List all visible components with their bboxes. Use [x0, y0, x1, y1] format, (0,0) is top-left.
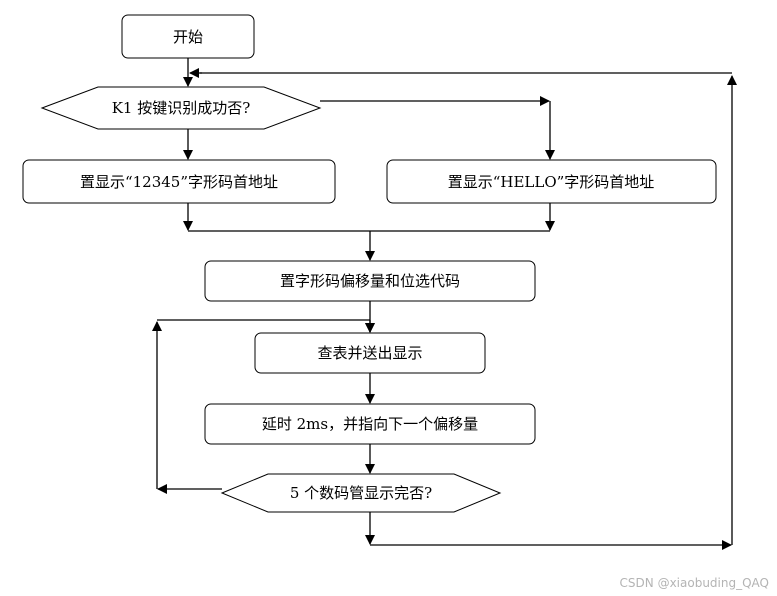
set-12345-label: 置显示“12345”字形码首地址: [80, 173, 278, 191]
set-hello-node: 置显示“HELLO”字形码首地址: [386, 159, 717, 204]
delay-node: 延时 2ms，并指向下一个偏移量: [204, 403, 536, 445]
k1-decision-label: K1 按键识别成功否?: [112, 99, 251, 117]
start-node: 开始: [121, 14, 255, 59]
five-done-label: 5 个数码管显示完否?: [290, 484, 432, 502]
five-done-decision: 5 个数码管显示完否?: [220, 473, 502, 513]
delay-label: 延时 2ms，并指向下一个偏移量: [262, 415, 478, 433]
set-offset-node: 置字形码偏移量和位选代码: [204, 260, 536, 302]
set-12345-node: 置显示“12345”字形码首地址: [22, 159, 336, 204]
start-label: 开始: [173, 28, 203, 46]
watermark: CSDN @xiaobuding_QAQ: [619, 576, 769, 590]
lookup-send-node: 查表并送出显示: [254, 332, 486, 374]
lookup-send-label: 查表并送出显示: [317, 344, 422, 362]
set-hello-label: 置显示“HELLO”字形码首地址: [448, 173, 655, 191]
k1-decision: K1 按键识别成功否?: [40, 86, 322, 130]
set-offset-label: 置字形码偏移量和位选代码: [280, 272, 460, 290]
